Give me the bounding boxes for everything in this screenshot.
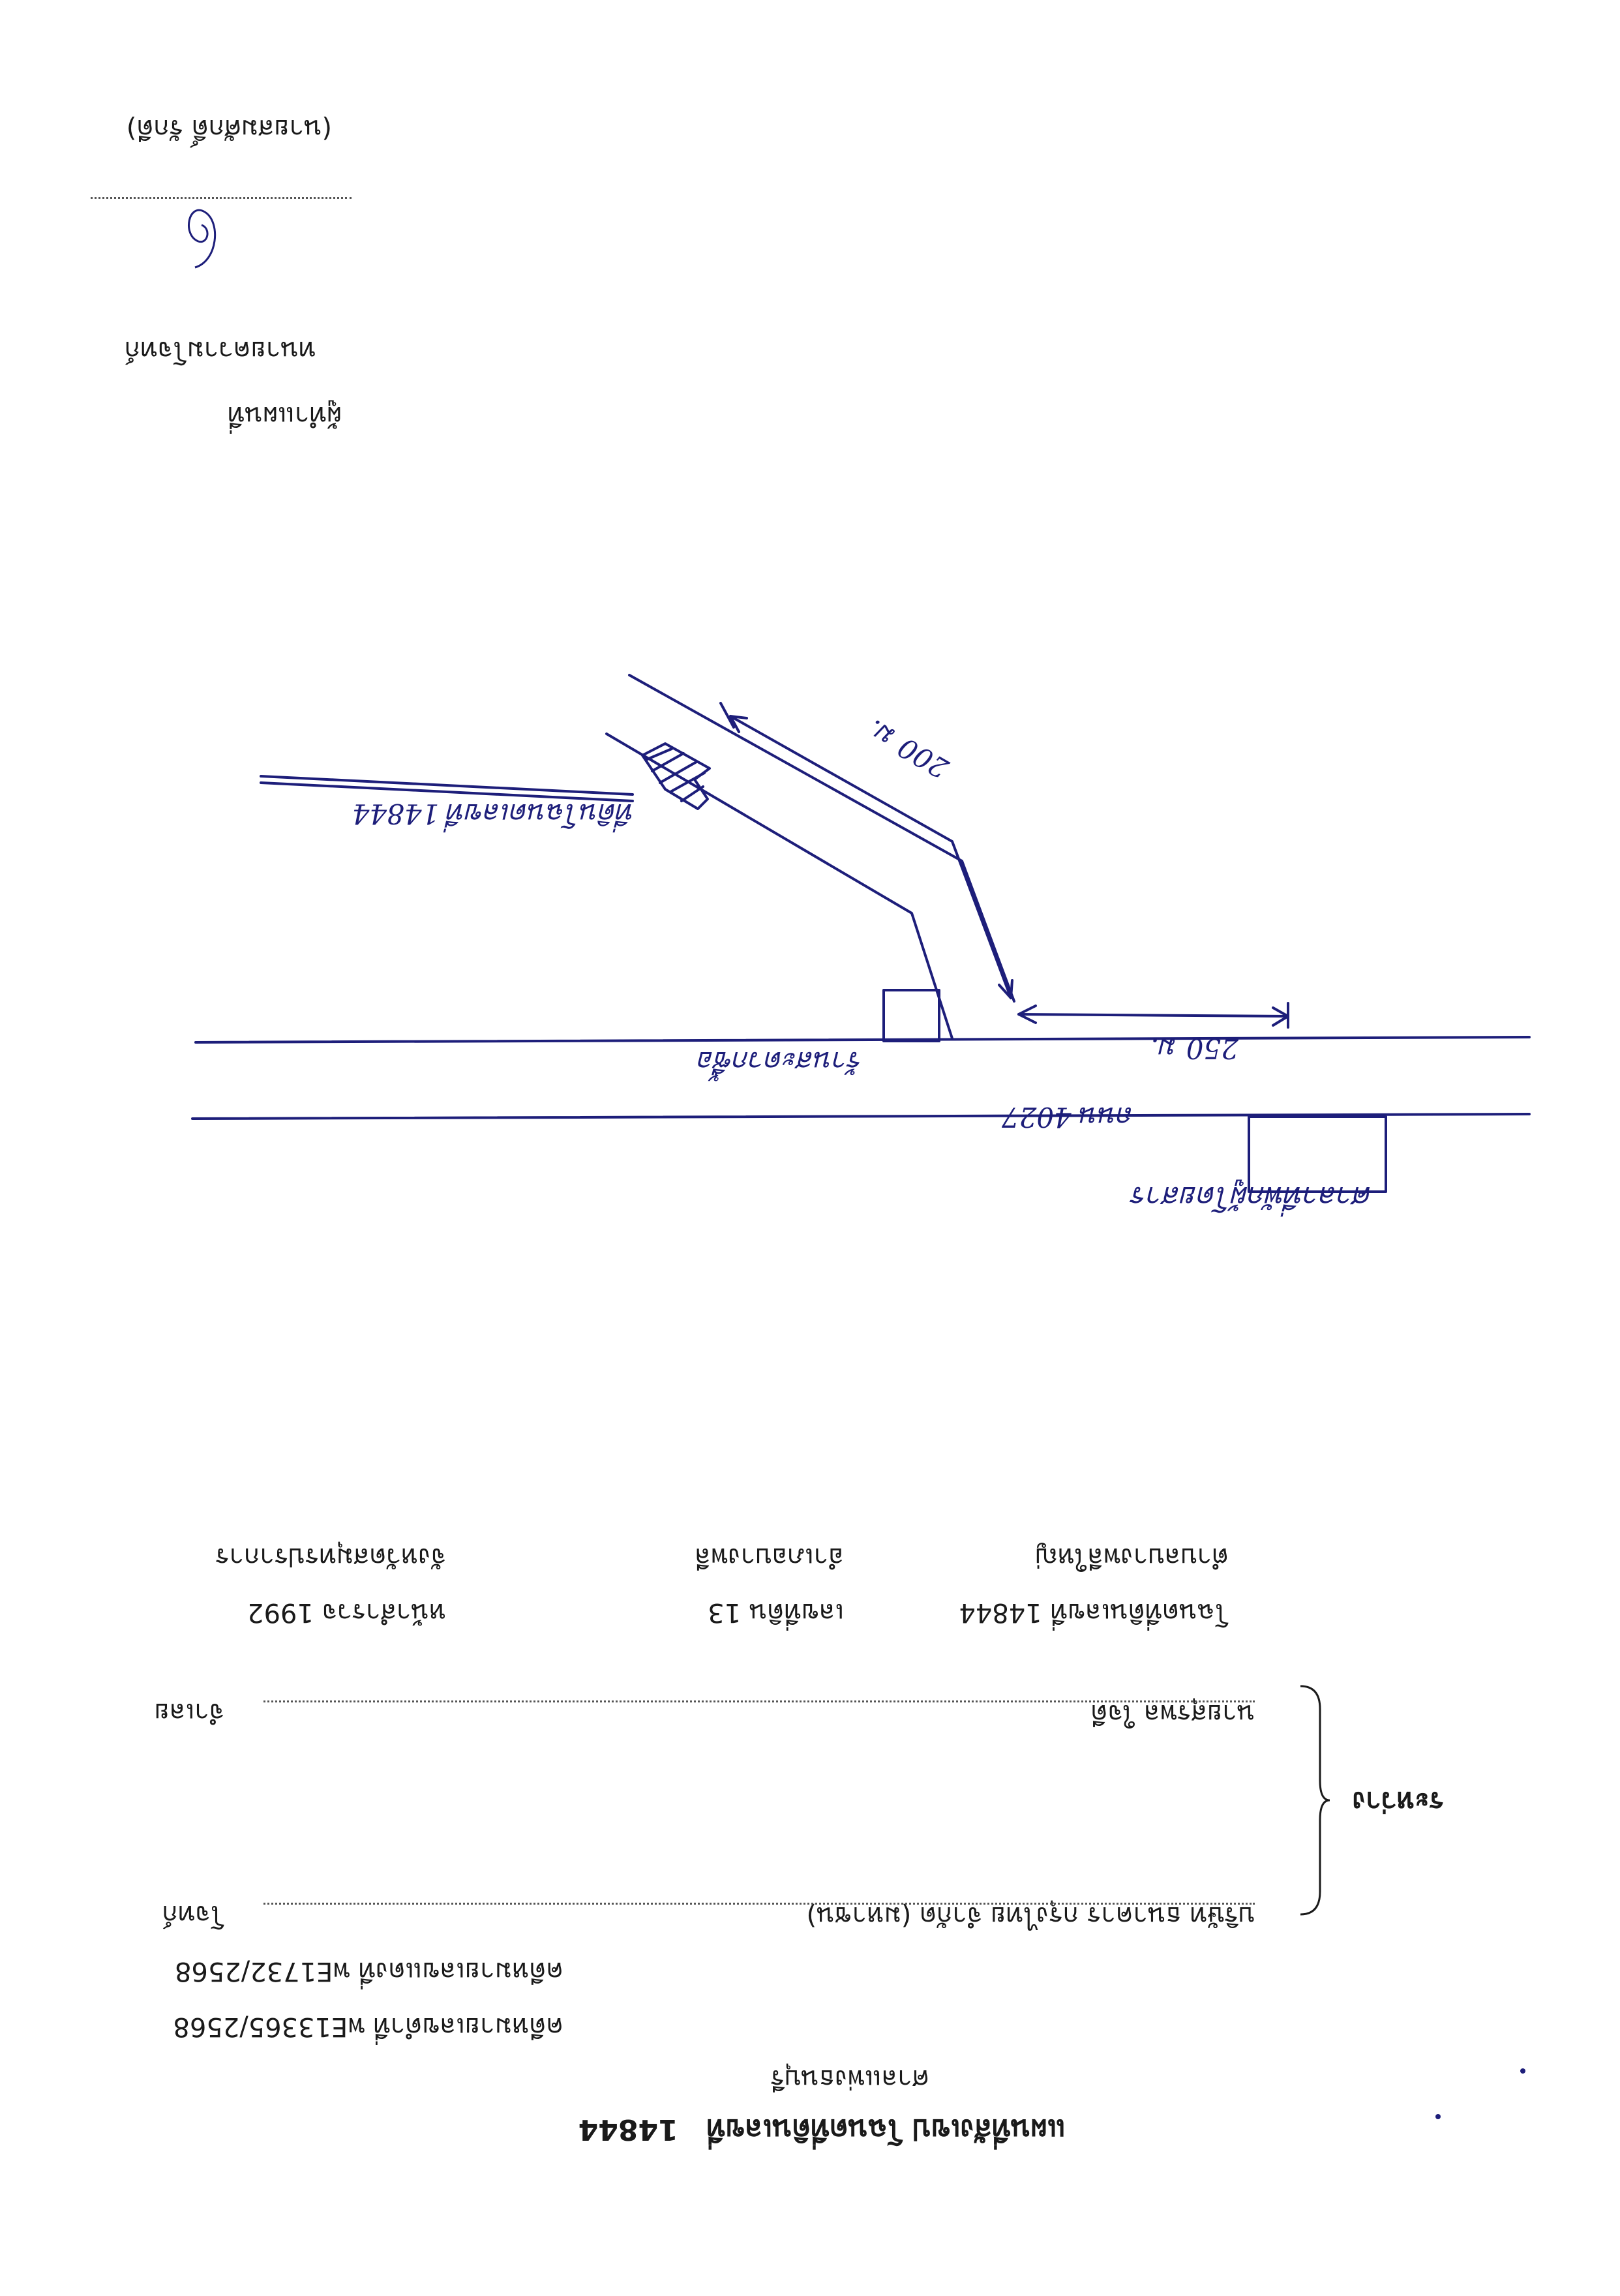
survey-page: หน้าสำรวจ 1992 <box>247 1597 446 1627</box>
lane-line-a <box>260 775 634 796</box>
distance-soi-label: 200 ม. <box>862 713 954 785</box>
signature-mark <box>188 209 217 269</box>
plaintiff-role: โจทก์ <box>162 1899 224 1929</box>
bus-stop-label: ศาลาที่พักผู้โดยสาร <box>1132 1180 1372 1213</box>
store-label: ร้านสะดวกซื้อ <box>698 1046 863 1078</box>
court-name: ศาลแพ่งธนบุรี <box>770 2064 929 2094</box>
road-edge-bottom <box>191 1113 1531 1120</box>
bus-stop-box <box>1248 1115 1387 1193</box>
title-prefix: แผนที่สังเขป โฉนดที่ดินเลขที่ <box>706 2113 1066 2146</box>
signature-role: ทนายความโจทก์ <box>124 335 316 365</box>
land-number: เลขที่ดิน 13 <box>708 1597 844 1627</box>
road-label: ถนน 4027 <box>1001 1101 1134 1133</box>
plot-label: ที่ดินโฉนดเลขที่ 14844 <box>352 798 635 830</box>
province: จังหวัดสมุทรปราการ <box>215 1542 446 1572</box>
distance-arrow-road <box>1017 1013 1289 1018</box>
defendant-dotted-line <box>263 1700 1255 1702</box>
defendant-name: นายสุรพล ใจดี <box>1090 1699 1255 1729</box>
store-box <box>882 989 940 1042</box>
district: อำเภอบางพลี <box>695 1542 844 1572</box>
plaintiff-dotted-line <box>263 1903 1255 1905</box>
deed-number: โฉนดที่ดินเลขที่ 14844 <box>959 1597 1229 1627</box>
defendant-role: จำเลย <box>154 1697 224 1727</box>
subdistrict: ตำบลบางพลีใหญ่ <box>1035 1542 1229 1572</box>
distance-arrow-soi <box>729 715 1012 999</box>
brace-icon <box>1300 1685 1330 1916</box>
title-deed-number: 14844 <box>578 2113 678 2146</box>
soi-edge-right <box>628 674 1015 1003</box>
plaintiff-name: บริษัท ธนาคาร กรุงไทย จำกัด (มหาชน) <box>806 1901 1255 1931</box>
map-title: แผนที่สังเขป โฉนดที่ดินเลขที่ 14844 <box>578 2107 1066 2152</box>
red-case-number: คดีหมายเลขแดงที่ พE1732/2568 <box>175 1956 563 1986</box>
road-edge-top <box>194 1036 1531 1044</box>
lane-line-b <box>260 781 634 802</box>
black-case-number: คดีหมายเลขดำที่ พE13365/2568 <box>173 2012 563 2042</box>
signature-title: ผู้ทำแผนที่ <box>227 400 342 430</box>
between-label: ระหว่าง <box>1352 1786 1444 1818</box>
signature-name: (นายสมศักดิ์ รักดี) <box>126 113 332 144</box>
distance-road-label: 250 ม. <box>1150 1033 1238 1065</box>
signature-dotted-line <box>91 197 352 199</box>
